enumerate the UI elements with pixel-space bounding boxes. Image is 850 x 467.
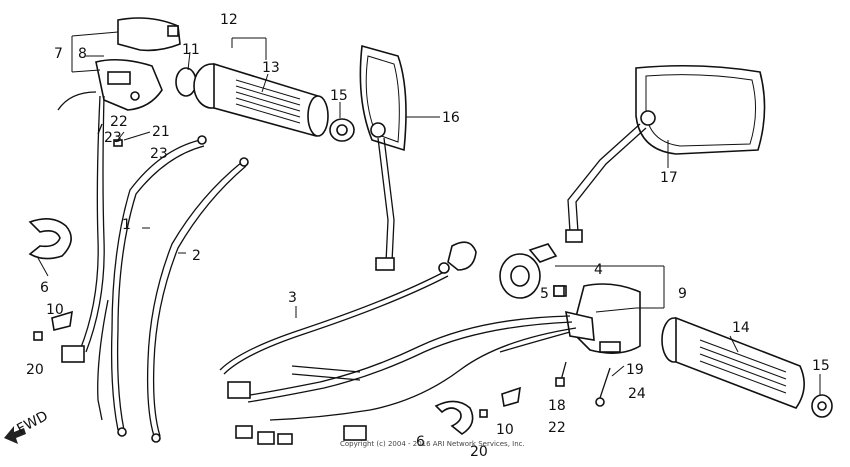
right-switch-wires[interactable] (227, 315, 577, 445)
label-9: 9 (678, 286, 687, 302)
copyright-notice: Copyright (c) 2004 - 2016 ARI Network Se… (340, 440, 525, 448)
clamp-center[interactable] (434, 400, 474, 435)
leader-lines (37, 31, 821, 396)
label-8: 8 (78, 46, 87, 62)
label-15-right: 15 (812, 358, 830, 374)
throttle-cables[interactable] (110, 135, 249, 443)
fwd-label: FWD (14, 408, 50, 437)
clamp-left[interactable] (28, 218, 72, 260)
screws-18-22-24[interactable] (555, 361, 611, 407)
right-switch-housing[interactable] (499, 243, 641, 354)
label-13: 13 (262, 60, 280, 76)
label-7: 7 (54, 46, 63, 62)
clip-and-screw-center[interactable] (479, 386, 521, 418)
throttle-grip[interactable] (175, 62, 329, 137)
label-20-left: 20 (26, 362, 44, 378)
mirror-right[interactable] (565, 64, 766, 243)
callout-labels: 1 2 3 4 5 6 6 7 8 9 10 10 11 12 13 14 15… (26, 12, 830, 460)
label-1: 1 (122, 217, 131, 233)
label-3: 3 (288, 290, 297, 306)
label-5: 5 (540, 286, 549, 302)
label-22-top: 22 (110, 114, 128, 130)
label-23-a: 23 (104, 130, 122, 146)
label-10-left: 10 (46, 302, 64, 318)
label-12: 12 (220, 12, 238, 28)
label-4: 4 (594, 262, 603, 278)
label-19: 19 (626, 362, 644, 378)
mirror-left[interactable] (359, 44, 407, 271)
bar-end-weight-right[interactable] (811, 394, 833, 418)
nut-5[interactable] (553, 285, 565, 297)
grip-right[interactable] (661, 316, 805, 409)
label-2: 2 (192, 248, 201, 264)
bar-end-weight-left[interactable] (329, 118, 355, 142)
fwd-indicator: FWD (4, 408, 51, 444)
label-18: 18 (548, 398, 566, 414)
left-switch-housing[interactable] (95, 17, 181, 111)
label-15-left: 15 (330, 88, 348, 104)
label-6-center: 6 (416, 434, 425, 450)
label-6-left: 6 (40, 280, 49, 296)
label-16: 16 (442, 110, 460, 126)
label-24: 24 (628, 386, 646, 402)
label-10-center: 10 (496, 422, 514, 438)
clip-and-screw-left[interactable] (33, 310, 73, 341)
cable-3[interactable] (219, 241, 477, 375)
fwd-arrow-icon (4, 426, 26, 444)
label-23-b: 23 (150, 146, 168, 162)
label-20-center: 20 (470, 444, 488, 460)
label-14: 14 (732, 320, 750, 336)
label-21: 21 (152, 124, 170, 140)
label-17: 17 (660, 170, 678, 186)
label-22-bottom: 22 (548, 420, 566, 436)
label-11: 11 (182, 42, 200, 58)
left-switch-wires[interactable] (57, 91, 109, 421)
